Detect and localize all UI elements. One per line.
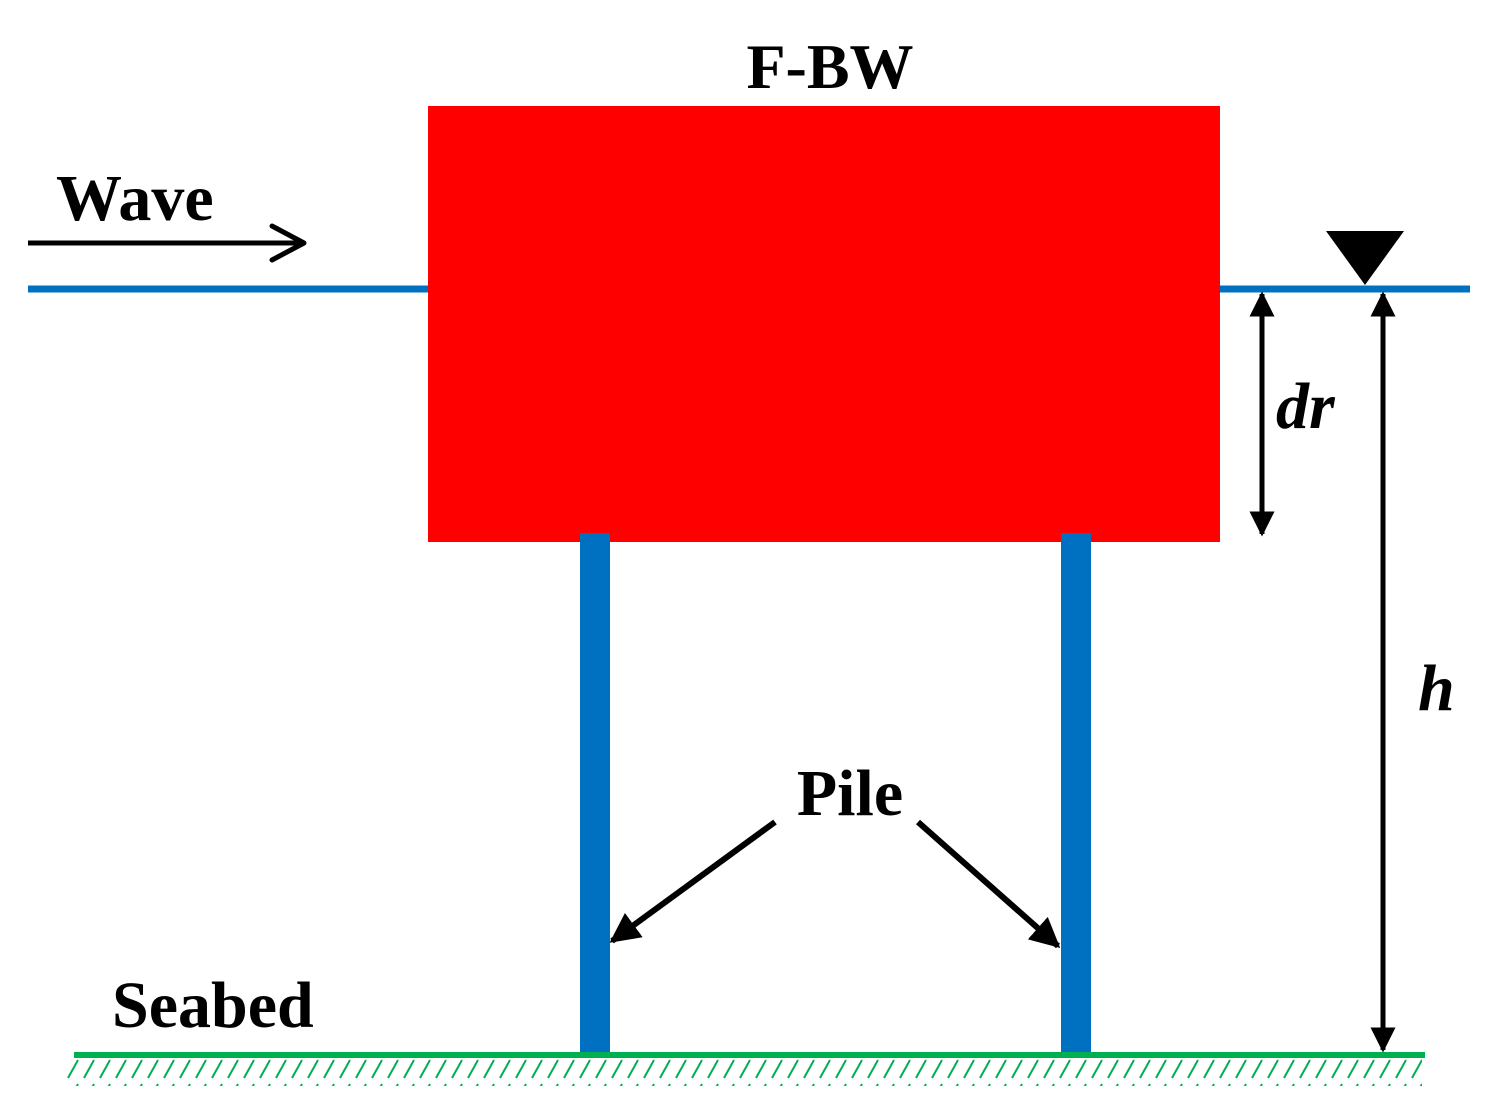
water-level-marker-icon — [1326, 231, 1404, 285]
wave-direction-arrow-icon — [28, 223, 307, 263]
seabed-hatching — [66, 1058, 1422, 1086]
pile-left — [580, 533, 610, 1055]
pile-label: Pile — [797, 757, 903, 830]
wave-label: Wave — [56, 162, 214, 235]
seabed-label: Seabed — [112, 969, 314, 1042]
breakwater-body — [428, 106, 1220, 542]
draft-label: dr — [1276, 370, 1336, 443]
diagram-title: F-BW — [746, 31, 913, 102]
depth-label: h — [1418, 652, 1455, 725]
pile-pointer-left-arrow — [609, 819, 777, 944]
pile-pointer-right-arrow — [916, 819, 1061, 949]
pile-right — [1061, 533, 1091, 1055]
